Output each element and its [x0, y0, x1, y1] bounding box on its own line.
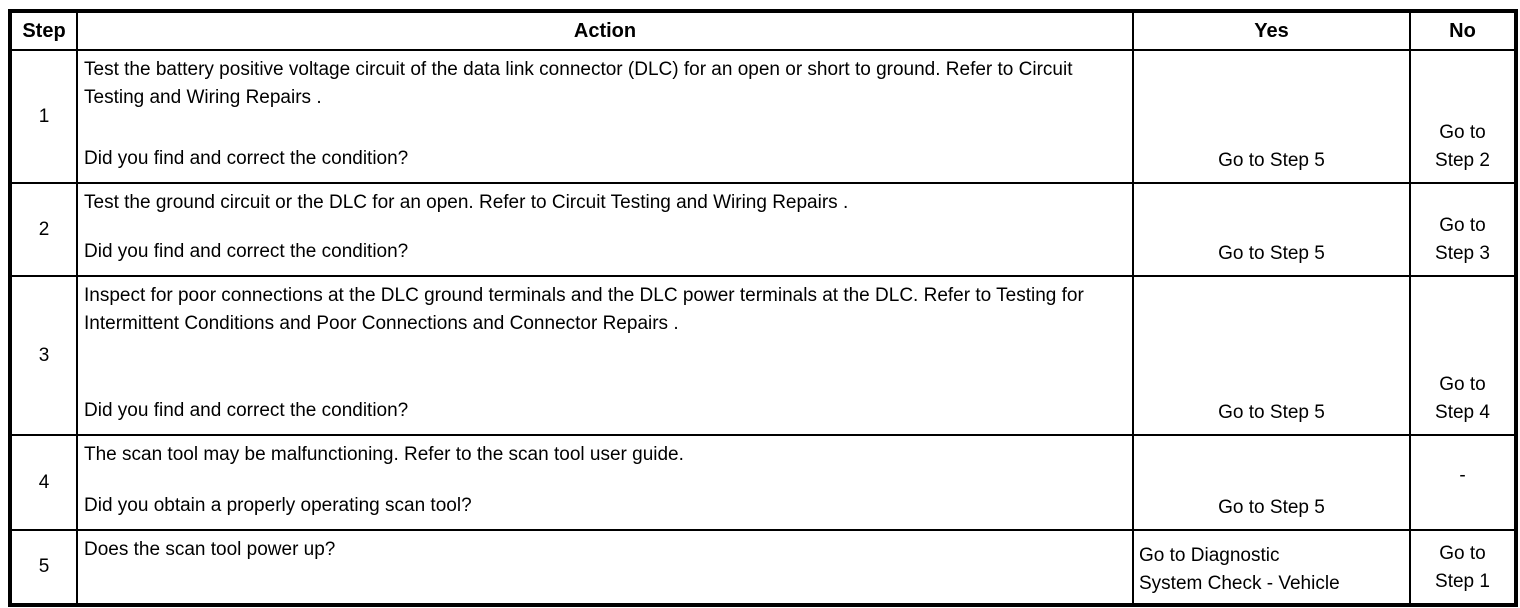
yes-result: Go to Step 5: [1218, 402, 1325, 423]
table-row-4-yes: Go to Step 5: [1132, 434, 1409, 529]
table-row-5-step: 5: [12, 529, 76, 603]
action-question: Did you find and correct the condition?: [84, 400, 409, 421]
header-no-label: No: [1449, 20, 1476, 42]
column-header-yes: Yes: [1132, 13, 1409, 49]
header-step-label: Step: [22, 20, 66, 42]
no-result: Go to Step 1: [1435, 543, 1490, 592]
no-result: Go to Step 2: [1435, 122, 1490, 171]
table-row-2-no: Go to Step 3: [1409, 182, 1514, 275]
diagnostic-steps-table: Step Action Yes No 1 Test the battery po…: [8, 9, 1518, 607]
table-row-5-yes: Go to Diagnostic System Check - Vehicle: [1132, 529, 1409, 603]
no-result: Go to Step 4: [1435, 374, 1490, 423]
table-row-3-no: Go to Step 4: [1409, 275, 1514, 434]
table-row-1-no: Go to Step 2: [1409, 49, 1514, 182]
header-yes-label: Yes: [1254, 20, 1289, 42]
action-description: Test the battery positive voltage circui…: [84, 59, 1073, 108]
column-header-no: No: [1409, 13, 1514, 49]
column-header-action: Action: [76, 13, 1132, 49]
step-number: 4: [38, 471, 50, 493]
column-header-step: Step: [12, 13, 76, 49]
header-action-label: Action: [573, 20, 637, 42]
no-result-dash: -: [1459, 464, 1466, 486]
action-description: Does the scan tool power up?: [84, 539, 336, 560]
action-description: Test the ground circuit or the DLC for a…: [84, 192, 849, 213]
table-row-4-no: -: [1409, 434, 1514, 529]
table-row-2-step: 2: [12, 182, 76, 275]
table-row-2-yes: Go to Step 5: [1132, 182, 1409, 275]
table-row-4-action: The scan tool may be malfunctioning. Ref…: [76, 434, 1132, 529]
step-number: 5: [38, 556, 50, 577]
table-row-1-step: 1: [12, 49, 76, 182]
yes-result: Go to Diagnostic System Check - Vehicle: [1139, 545, 1340, 594]
table-row-2-action: Test the ground circuit or the DLC for a…: [76, 182, 1132, 275]
action-question: Did you obtain a properly operating scan…: [84, 495, 472, 516]
table-row-5-no: Go to Step 1: [1409, 529, 1514, 603]
yes-result: Go to Step 5: [1218, 150, 1325, 171]
step-number: 2: [38, 218, 50, 240]
step-number: 3: [38, 344, 50, 366]
table-row-5-action: Does the scan tool power up?: [76, 529, 1132, 603]
no-result: Go to Step 3: [1435, 215, 1490, 264]
table-row-4-step: 4: [12, 434, 76, 529]
step-number: 1: [38, 105, 50, 127]
yes-result: Go to Step 5: [1218, 243, 1325, 264]
action-description: Inspect for poor connections at the DLC …: [84, 285, 1084, 334]
table-row-1-action: Test the battery positive voltage circui…: [76, 49, 1132, 182]
action-question: Did you find and correct the condition?: [84, 241, 409, 262]
action-question: Did you find and correct the condition?: [84, 148, 409, 169]
yes-result: Go to Step 5: [1218, 497, 1325, 518]
table-row-1-yes: Go to Step 5: [1132, 49, 1409, 182]
action-description: The scan tool may be malfunctioning. Ref…: [84, 444, 684, 465]
table-row-3-action: Inspect for poor connections at the DLC …: [76, 275, 1132, 434]
table-row-3-yes: Go to Step 5: [1132, 275, 1409, 434]
table-row-3-step: 3: [12, 275, 76, 434]
